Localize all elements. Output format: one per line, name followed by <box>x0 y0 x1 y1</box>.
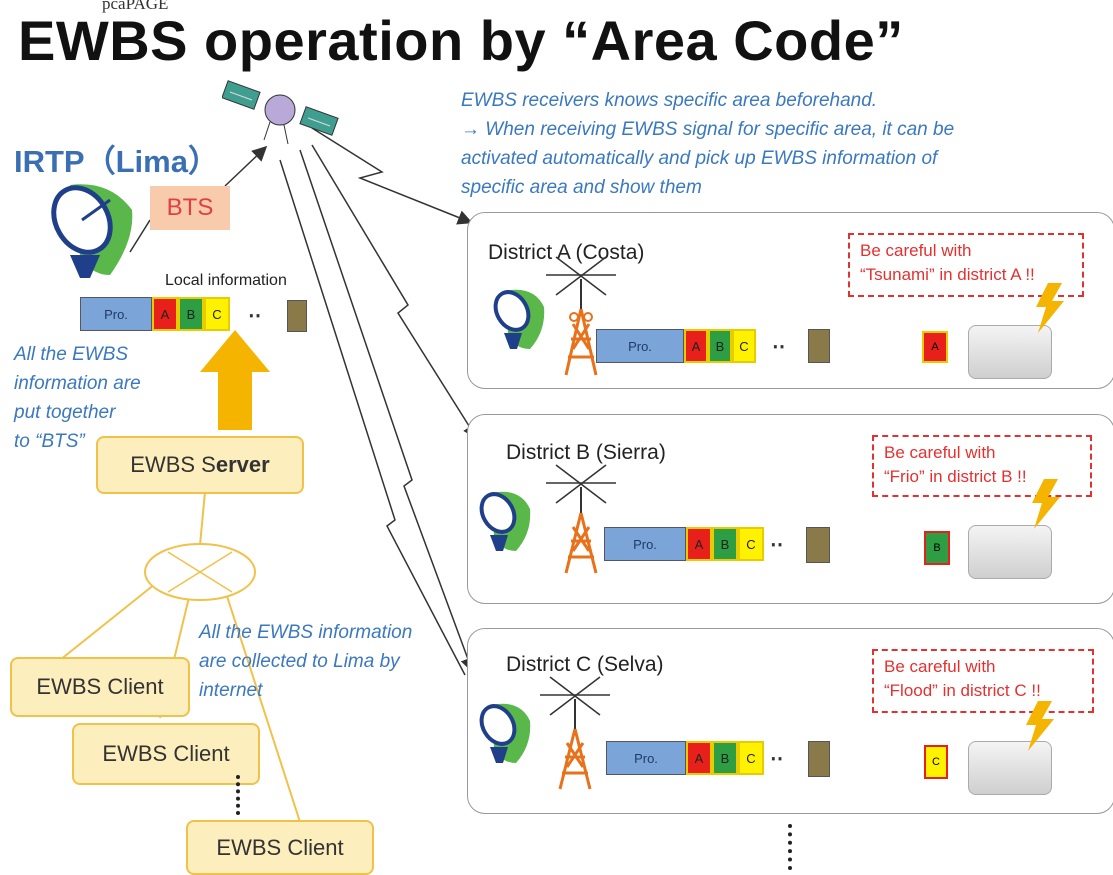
note-line: information are <box>14 373 141 394</box>
page-title: EWBS operation by “Area Code” <box>18 9 904 72</box>
satellite-dish-icon <box>479 491 531 551</box>
area-a-segment: A <box>686 741 712 775</box>
downlink-line-extra <box>279 159 466 676</box>
upload-arrow <box>200 330 270 430</box>
note-line: specific area and show them <box>461 177 702 198</box>
warning-line: “Tsunami” in district A !! <box>860 265 1035 284</box>
server-label-b: erver <box>215 452 270 477</box>
area-b-segment: B <box>712 527 738 561</box>
lightning-alert-icon <box>1032 479 1060 529</box>
header-fragment: pcaPAGE <box>102 0 169 13</box>
note-line: EWBS receivers knows specific area befor… <box>461 90 878 111</box>
note-line: internet <box>199 680 263 701</box>
ellipsis-dots: ‥ <box>770 529 786 551</box>
extra-segment <box>808 329 830 363</box>
warning-box: Be careful with “Frio” in district B !! <box>872 435 1092 497</box>
note-line: to “BTS” <box>14 431 85 452</box>
warning-line: “Frio” in district B !! <box>884 467 1027 486</box>
note-line: activated automatically and pick up EWBS… <box>461 148 938 169</box>
district-panel-c: District C (Selva) Be careful with “Floo… <box>467 628 1113 814</box>
area-b-segment: B <box>178 297 204 331</box>
warning-box: Be careful with “Tsunami” in district A … <box>848 233 1084 297</box>
ewbs-client-box: EWBS Client <box>72 723 260 785</box>
warning-line: Be careful with <box>884 657 996 676</box>
received-code-badge: C <box>924 745 948 779</box>
note-line: are collected to Lima by <box>199 651 400 672</box>
ewbs-client-box: EWBS Client <box>10 657 190 717</box>
satellite-dish-icon <box>479 703 531 763</box>
more-districts-dots <box>788 824 796 870</box>
received-code-badge: A <box>922 331 948 363</box>
note-line: → When receiving EWBS signal for specifi… <box>461 119 955 140</box>
ellipsis-dots: ‥ <box>248 300 264 322</box>
pro-segment: Pro. <box>80 297 152 331</box>
note-internet: All the EWBS information are collected t… <box>199 618 459 705</box>
pro-segment: Pro. <box>604 527 686 561</box>
ellipsis-dots: ‥ <box>770 743 786 765</box>
signal-strip-a: Pro. A B C <box>596 329 756 363</box>
district-name: District C (Selva) <box>506 653 664 676</box>
warning-line: Be careful with <box>860 241 972 260</box>
area-c-segment: C <box>204 297 230 331</box>
extra-segment <box>806 527 830 563</box>
signal-strip-b: Pro. A B C <box>604 527 764 561</box>
antenna-tower-icon <box>540 676 610 790</box>
satellite-icon <box>222 80 339 145</box>
extra-segment <box>808 741 830 777</box>
downlink-arrow-b <box>311 144 478 440</box>
local-info-label: Local information <box>165 272 287 289</box>
downlink-arrow-c <box>299 149 475 673</box>
area-b-segment: B <box>708 329 732 363</box>
ewbs-client-box: EWBS Client <box>186 820 374 875</box>
signal-strip-c: Pro. A B C <box>606 741 764 775</box>
ewbs-receiver-icon <box>968 325 1052 379</box>
antenna-tower-icon <box>546 256 616 376</box>
warning-box: Be careful with “Flood” in district C !! <box>872 649 1094 713</box>
warning-line: Be careful with <box>884 443 996 462</box>
signal-strip-main: Pro. A B C <box>80 297 230 331</box>
area-a-segment: A <box>684 329 708 363</box>
note-line: put together <box>14 402 116 423</box>
district-panel-b: District B (Sierra) Be careful with “Fri… <box>467 414 1113 604</box>
extra-segment <box>287 300 307 332</box>
ellipsis-dots: ‥ <box>772 331 788 353</box>
downlink-arrow-a <box>311 127 473 225</box>
pro-segment: Pro. <box>606 741 686 775</box>
dish-to-bts-line <box>129 219 151 253</box>
ewbs-receiver-icon <box>968 525 1052 579</box>
area-b-segment: B <box>712 741 738 775</box>
ewbs-receiver-icon <box>968 741 1052 795</box>
note-line: All the EWBS information <box>199 622 413 643</box>
lightning-alert-icon <box>1036 283 1064 333</box>
area-c-segment: C <box>738 527 764 561</box>
note-line: All the EWBS <box>14 344 129 365</box>
area-c-segment: C <box>732 329 756 363</box>
uplink-arrow <box>224 145 268 187</box>
more-clients-dots <box>236 775 244 815</box>
district-name: District B (Sierra) <box>506 441 666 464</box>
note-receivers: EWBS receivers knows specific area befor… <box>461 86 1101 202</box>
warning-line: “Flood” in district C !! <box>884 681 1041 700</box>
broadcaster-label: IRTP（Lima） <box>14 144 219 179</box>
satellite-dish-icon <box>493 289 545 349</box>
area-a-segment: A <box>686 527 712 561</box>
antenna-tower-icon <box>546 464 616 574</box>
district-panel-a: District A (Costa) Be careful with “Tsun… <box>467 212 1113 389</box>
area-c-segment: C <box>738 741 764 775</box>
area-a-segment: A <box>152 297 178 331</box>
bts-box: BTS <box>150 186 230 230</box>
lightning-alert-icon <box>1026 701 1054 751</box>
received-code-badge: B <box>924 531 950 565</box>
pro-segment: Pro. <box>596 329 684 363</box>
server-label-a: EWBS S <box>130 452 216 477</box>
note-put-together: All the EWBS information are put togethe… <box>14 340 214 456</box>
satellite-dish-icon <box>51 184 133 278</box>
